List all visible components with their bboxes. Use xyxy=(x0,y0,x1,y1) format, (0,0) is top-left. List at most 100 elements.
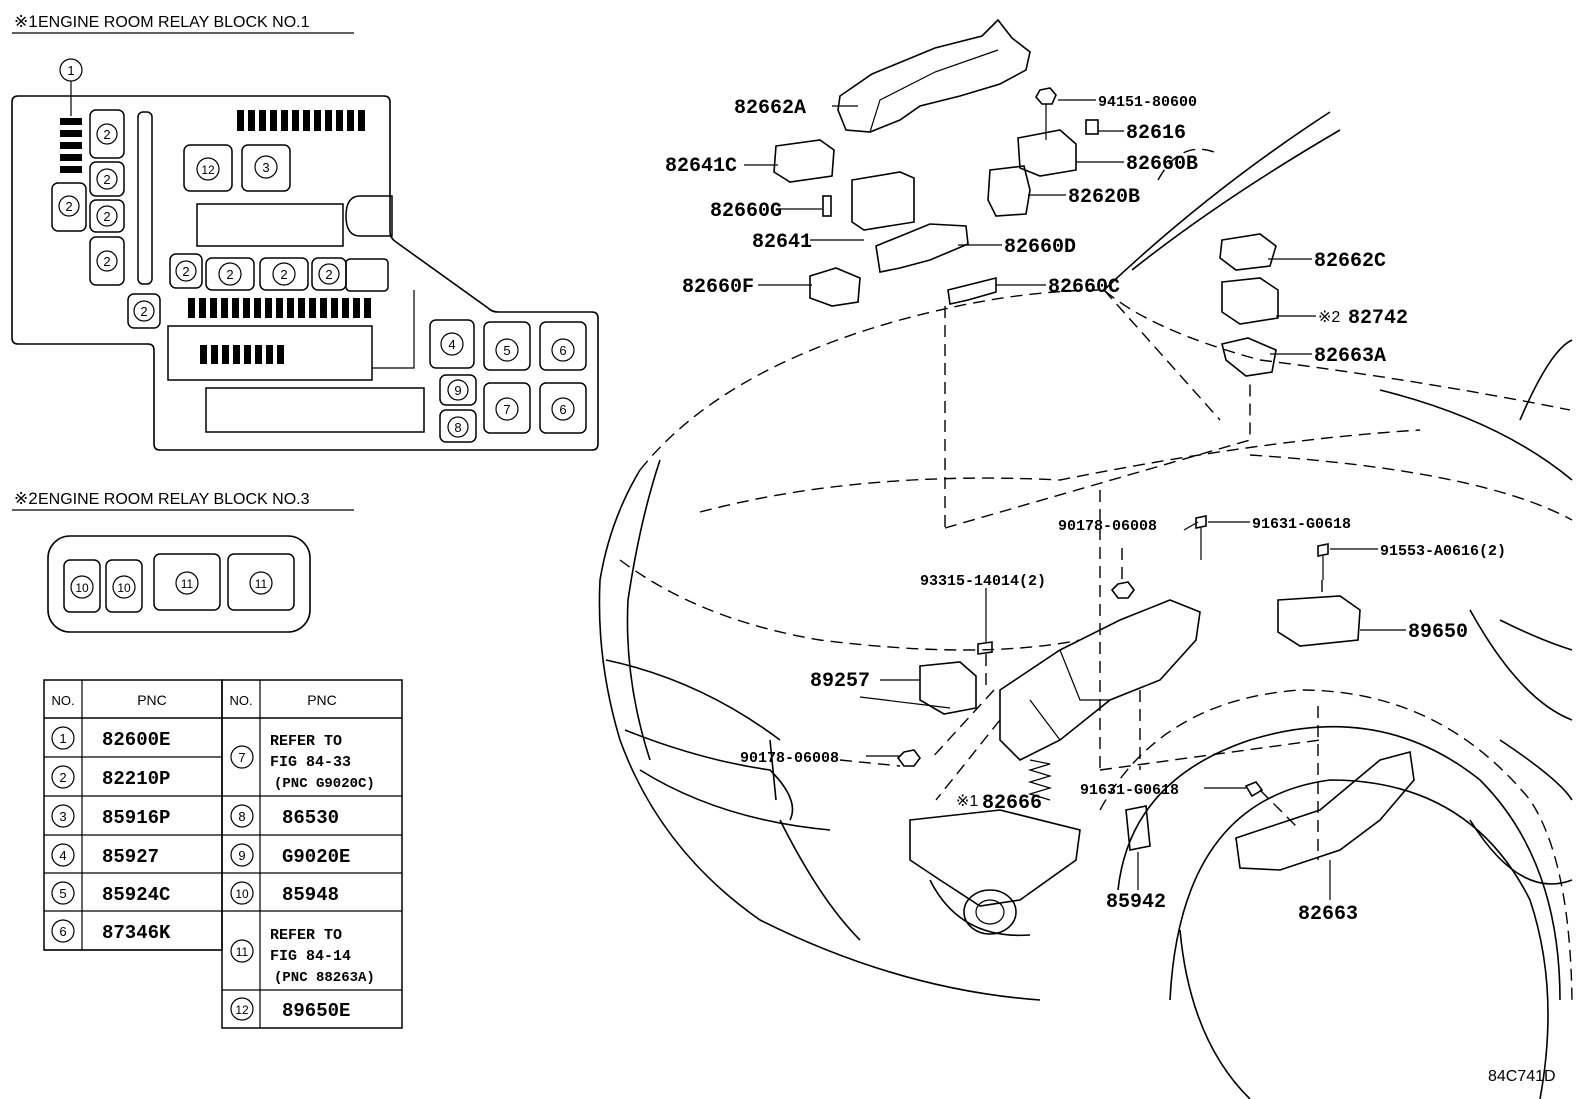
svg-text:2: 2 xyxy=(59,770,66,785)
svg-text:9: 9 xyxy=(454,383,461,398)
label-82666: 82666 xyxy=(982,792,1042,815)
table-row: REFER TO xyxy=(270,733,342,750)
label-82662c: 82662C xyxy=(1314,250,1386,273)
relay-block-3-outline xyxy=(47,535,311,633)
table-no-header-right: NO. xyxy=(229,693,252,708)
svg-text:2: 2 xyxy=(182,264,189,279)
label-91553-a0616: 91553-A0616(2) xyxy=(1380,543,1506,560)
assembly-lines xyxy=(839,306,1323,860)
label-82662a: 82662A xyxy=(734,97,806,120)
slot-empty-b xyxy=(345,195,393,237)
svg-text:10: 10 xyxy=(235,887,249,901)
label-82666-mark: ※1 xyxy=(956,793,978,810)
label-89257: 89257 xyxy=(810,670,870,693)
svg-text:6: 6 xyxy=(559,343,566,358)
svg-text:2: 2 xyxy=(140,304,147,319)
svg-text:2: 2 xyxy=(65,199,72,214)
table-row: 85927 xyxy=(102,846,159,868)
label-82663: 82663 xyxy=(1298,903,1358,926)
table-row: 85948 xyxy=(282,884,339,906)
car-body-outline xyxy=(598,111,1573,1099)
table-row: G9020E xyxy=(282,846,350,868)
svg-text:2: 2 xyxy=(103,209,110,224)
svg-text:3: 3 xyxy=(262,160,269,175)
svg-text:FIG 84-14: FIG 84-14 xyxy=(270,948,351,965)
svg-text:8: 8 xyxy=(454,420,461,435)
table-pnc-header-right: PNC xyxy=(307,692,337,708)
svg-text:11: 11 xyxy=(236,945,249,959)
svg-text:7: 7 xyxy=(238,750,245,765)
svg-text:2: 2 xyxy=(280,267,287,282)
label-82641: 82641 xyxy=(752,231,812,254)
label-85942: 85942 xyxy=(1106,891,1166,914)
block1-mark: ※1 xyxy=(14,12,38,31)
label-82660b: 82660B xyxy=(1126,153,1198,176)
label-94151-80600: 94151-80600 xyxy=(1098,94,1197,111)
fuse-box-lower xyxy=(167,325,373,381)
internal-line xyxy=(372,290,415,369)
label-82660d: 82660D xyxy=(1004,236,1076,259)
svg-text:2: 2 xyxy=(103,127,110,142)
slot-empty-a xyxy=(196,203,344,247)
table-row: 85924C xyxy=(102,884,170,906)
svg-text:9: 9 xyxy=(238,848,245,863)
label-82620b: 82620B xyxy=(1068,186,1140,209)
svg-text:6: 6 xyxy=(559,402,566,417)
fuse-stack xyxy=(60,118,82,173)
slot-wide-bottom xyxy=(205,387,425,433)
pnc-table: NO. PNC NO. PNC 1 82600E 2 82210P 3 8591… xyxy=(43,679,403,1029)
table-row: REFER TO xyxy=(270,927,342,944)
label-82742-mark: ※2 xyxy=(1318,309,1340,326)
label-90178-06008-lower: 90178-06008 xyxy=(740,750,839,767)
block3-mark: ※2 xyxy=(14,489,38,508)
table-row: 89650E xyxy=(282,1000,350,1022)
svg-text:11: 11 xyxy=(255,577,268,591)
table-row: 87346K xyxy=(102,922,171,944)
svg-text:1: 1 xyxy=(59,731,66,746)
svg-text:7: 7 xyxy=(503,402,510,417)
block1-socket-labels: 2 2 2 2 2 12 3 2 2 2 2 2 4 5 6 9 7 6 8 xyxy=(58,123,575,438)
table-pnc-header-left: PNC xyxy=(137,692,167,708)
svg-text:2: 2 xyxy=(325,267,332,282)
part-labels: 82662A 94151-80600 82616 82641C 82660B 8… xyxy=(665,94,1506,926)
svg-text:3: 3 xyxy=(59,809,66,824)
svg-text:2: 2 xyxy=(103,254,110,269)
svg-text:4: 4 xyxy=(448,337,455,352)
label-82660g: 82660G xyxy=(710,200,782,223)
label-82660f: 82660F xyxy=(682,276,754,299)
label-90178-06008-upper: 90178-06008 xyxy=(1058,518,1157,535)
parts xyxy=(773,18,1415,907)
fuse-strip-middle xyxy=(188,298,371,318)
table-row: 82210P xyxy=(102,768,170,790)
svg-text:12: 12 xyxy=(235,1003,249,1017)
svg-text:(PNC 88263A): (PNC 88263A) xyxy=(274,970,375,986)
svg-text:5: 5 xyxy=(503,343,510,358)
table-row: 85916P xyxy=(102,807,170,829)
svg-text:12: 12 xyxy=(201,163,215,177)
svg-text:10: 10 xyxy=(117,581,131,595)
svg-text:8: 8 xyxy=(238,809,245,824)
relay-block-1-outline xyxy=(11,95,599,451)
table-no-header-left: NO. xyxy=(51,693,74,708)
label-82663a: 82663A xyxy=(1314,345,1386,368)
svg-text:2: 2 xyxy=(103,172,110,187)
svg-text:(PNC G9020C): (PNC G9020C) xyxy=(274,776,375,792)
label-82616: 82616 xyxy=(1126,122,1186,145)
label-93315-14014: 93315-14014(2) xyxy=(920,573,1046,590)
label-82742: 82742 xyxy=(1348,307,1408,330)
table-row: 82600E xyxy=(102,729,170,751)
block3-title: ENGINE ROOM RELAY BLOCK NO.3 xyxy=(38,491,310,508)
slot-empty-c xyxy=(345,258,389,292)
block1-title: ENGINE ROOM RELAY BLOCK NO.1 xyxy=(38,14,310,31)
label-91631-g0618-upper: 91631-G0618 xyxy=(1252,516,1351,533)
svg-text:10: 10 xyxy=(75,581,89,595)
label-89650: 89650 xyxy=(1408,621,1468,644)
fuse-strip-top xyxy=(237,110,365,131)
table-row: 86530 xyxy=(282,807,339,829)
leader-lines xyxy=(744,99,1406,900)
svg-text:4: 4 xyxy=(59,848,66,863)
bus-bar xyxy=(137,111,153,285)
callout-1-number: 1 xyxy=(67,63,74,78)
block1-sockets xyxy=(51,109,587,443)
